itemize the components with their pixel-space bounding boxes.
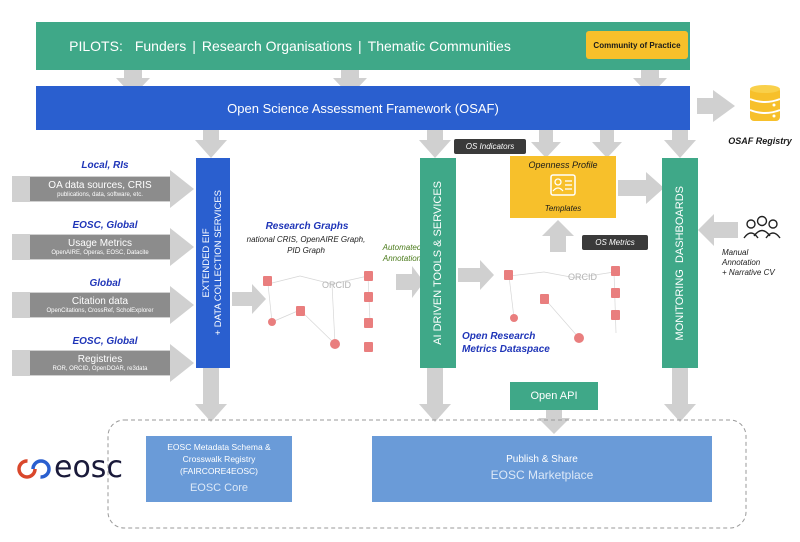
research-graphs-title: Research Graphs [265,221,349,232]
source-citation-data: Citation data OpenCitations, CrossRef, S… [30,293,170,317]
people-icon [743,215,781,239]
os-metrics-label: OS Metrics [595,238,635,247]
open-api-label: Open API [530,390,578,402]
arrow-right [618,172,664,204]
pilots-item-research-organisations: Research Organisations [201,38,353,54]
eosc-core-line1: EOSC Metadata Schema & [167,442,271,452]
pilots-separator: | [358,38,362,54]
monitoring-label: MONITORING DASHBOARDS [674,185,686,341]
arrow-down [195,130,227,158]
automated-annotation-label-1: Automated [382,243,422,252]
eosc-core-box: EOSC Metadata Schema & Crosswalk Registr… [146,436,292,502]
research-graphs-desc-2: PID Graph [287,246,325,255]
arrow-right [396,266,424,298]
openness-templates-label: Templates [544,204,582,213]
osaf-label: Open Science Assessment Framework (OSAF) [227,100,499,116]
source-sub: ROR, ORCID, OpenDOAR, re3data [52,366,148,372]
publish-share-footer: EOSC Marketplace [490,468,594,482]
eosc-region [107,419,747,529]
publish-share-box: Publish & Share EOSC Marketplace [372,436,712,502]
open-research-label-1: Open Research [462,331,536,342]
arrow-right [232,284,266,314]
community-of-practice: Community of Practice [586,31,688,59]
arrow-down [195,368,227,422]
pilots-label: PILOTS: [69,38,123,54]
source-title: Citation data [71,296,129,307]
eosc-core-footer: EOSC Core [189,482,249,494]
os-indicators-label: OS Indicators [465,142,515,151]
database-icon [749,85,781,121]
automated-annotation-label-2: Annotation [382,254,422,263]
eosc-core-line3: (FAIRCORE4EOSC) [180,466,258,476]
profile-card-icon [550,174,576,196]
source-usage-metrics: Usage Metrics OpenAIRE, Operas, EOSC, Da… [30,235,170,259]
manual-annotation-label-2: Annotation [722,258,761,267]
orcid-logo-text: ORCID [322,280,352,290]
source-heading: Global [89,278,121,289]
source-heading: Local, RIs [81,160,129,171]
arrow-down [333,70,367,96]
os-metrics-chip: OS Metrics [582,235,648,250]
eosc-logo: eosc [16,450,136,488]
ai-tools-bar: AI DRIVEN TOOLS & SERVICES [420,158,456,368]
pilots-item-funders: Funders [134,38,187,54]
source-registries: Registries ROR, ORCID, OpenDOAR, re3data [30,351,170,375]
orcid-logo-text: ORCID [568,272,598,282]
arrow-down [419,130,451,158]
source-heading: EOSC, Global [72,336,138,347]
arrow-down [592,130,622,158]
arrow-down [531,130,561,158]
source-title: Registries [77,354,123,365]
os-indicators-chip: OS Indicators [454,139,526,154]
source-sub: publications, data, software, etc. [57,192,143,198]
pilots-bar: PILOTS: Funders | Research Organisations… [36,22,690,70]
source-title: OA data sources, CRIS [48,180,152,191]
arrow-up [542,220,574,252]
arrow-down [633,70,667,96]
research-graph-diagram: ORCID [263,271,373,352]
arrow-left [698,214,738,246]
source-title: Usage Metrics [68,238,132,249]
openness-profile-title: Openness Profile [528,160,598,170]
eif-line2: + DATA COLLECTION SERVICES [213,190,224,336]
community-label: Community of Practice [593,40,681,50]
eosc-core-line2: Crosswalk Registry [182,454,256,464]
osaf-bar: Open Science Assessment Framework (OSAF) [36,86,690,130]
open-api-box: Open API [510,382,598,410]
publish-share-title: Publish & Share [506,454,578,465]
pilots-item-thematic-communities: Thematic Communities [367,38,511,54]
pilots-separator: | [192,38,196,54]
open-research-label-2: Metrics Dataspace [462,344,550,355]
ai-tools-label: AI DRIVEN TOOLS & SERVICES [432,181,444,345]
arrow-down [419,368,451,422]
arrow-down [538,410,570,434]
eosc-logo-mark [17,459,51,479]
openness-profile-box: Openness Profile Templates [510,156,616,218]
osaf-registry-label: OSAF Registry [728,136,792,146]
arrow-right [458,260,494,290]
dataspace-diagram: ORCID [504,266,620,343]
source-sub: OpenAIRE, Operas, EOSC, Datacite [51,250,149,256]
arrow-down [664,368,696,422]
monitoring-bar: MONITORING DASHBOARDS [662,158,698,368]
eif-line1: EXTENDED EIF [201,228,212,298]
eif-bar: EXTENDED EIF + DATA COLLECTION SERVICES [196,158,230,368]
source-heading: EOSC, Global [72,220,138,231]
manual-annotation-label-1: Manual [722,248,749,257]
manual-annotation-label-3: + Narrative CV [722,268,775,277]
source-sub: OpenCitations, CrossRef, ScholExplorer [46,308,154,314]
arrow-down [664,130,696,158]
source-oa-data: OA data sources, CRIS publications, data… [30,177,170,201]
eosc-logo-text: eosc [54,450,123,485]
arrow-right [697,90,735,122]
arrow-down [116,70,150,96]
research-graphs-desc-1: national CRIS, OpenAIRE Graph, [246,235,366,244]
